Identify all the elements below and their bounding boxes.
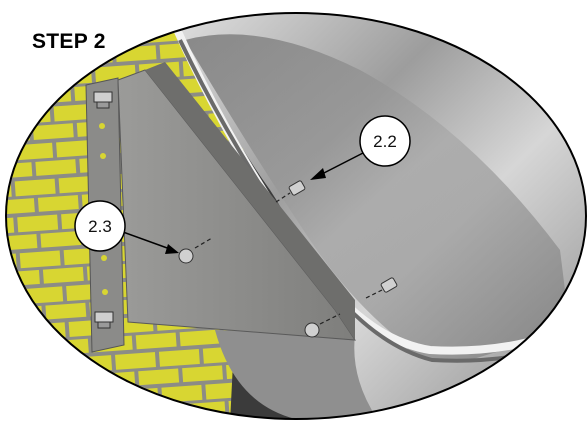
callout-2-3: 2.3 xyxy=(74,200,179,254)
bar-hole xyxy=(99,123,105,129)
bolt-icon xyxy=(275,180,306,203)
callout-arrowhead xyxy=(165,244,179,254)
callout-arrow-icon xyxy=(122,231,171,250)
bracket-edge xyxy=(145,62,355,340)
callout-label-2-2: 2.2 xyxy=(373,132,397,151)
bolt-icon xyxy=(178,237,213,264)
oval-frame xyxy=(5,12,587,420)
bar-hole xyxy=(101,255,107,261)
bolt-icon xyxy=(365,277,398,299)
bar-hole xyxy=(100,153,106,159)
callout-arrowhead xyxy=(310,168,326,180)
bolt-icon xyxy=(304,313,341,338)
callout-2-2: 2.2 xyxy=(310,115,411,180)
tube-interior xyxy=(185,34,570,363)
step-title: STEP 2 xyxy=(32,30,106,53)
callout-arrow-icon xyxy=(319,152,364,176)
bar-hole xyxy=(102,289,108,295)
bolt-icon xyxy=(93,91,113,109)
callout-label-2-3: 2.3 xyxy=(88,217,112,236)
bolt-icon xyxy=(94,311,114,329)
lower-duct xyxy=(215,330,380,419)
